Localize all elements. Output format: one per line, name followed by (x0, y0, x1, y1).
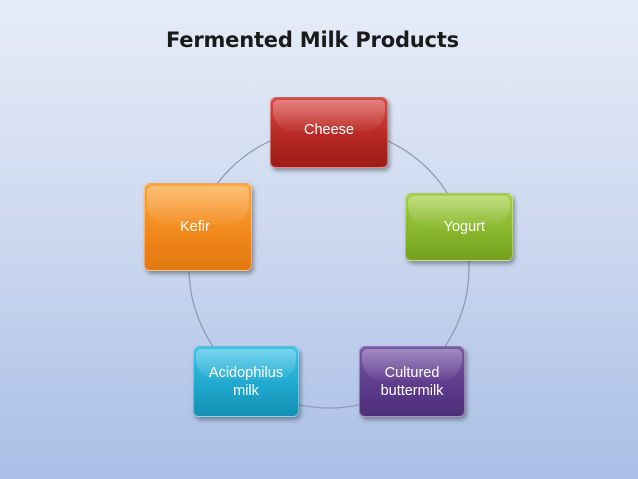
node-cheese-label: Cheese (304, 122, 354, 138)
node-acidophilus-milk: Acidophilus milk (193, 346, 299, 417)
node-yogurt: Yogurt (405, 193, 513, 261)
node-cheese: Cheese (270, 97, 388, 168)
slide-title: Fermented Milk Products (166, 28, 459, 52)
node-kefir: Kefir (144, 183, 252, 271)
node-yogurt-label: Yogurt (443, 219, 485, 235)
node-acidophilus-milk-label: Acidophilus milk (208, 364, 284, 399)
node-cultured-buttermilk: Cultured buttermilk (359, 346, 465, 417)
node-kefir-label: Kefir (180, 219, 210, 235)
node-cultured-buttermilk-label: Cultured buttermilk (380, 364, 444, 399)
